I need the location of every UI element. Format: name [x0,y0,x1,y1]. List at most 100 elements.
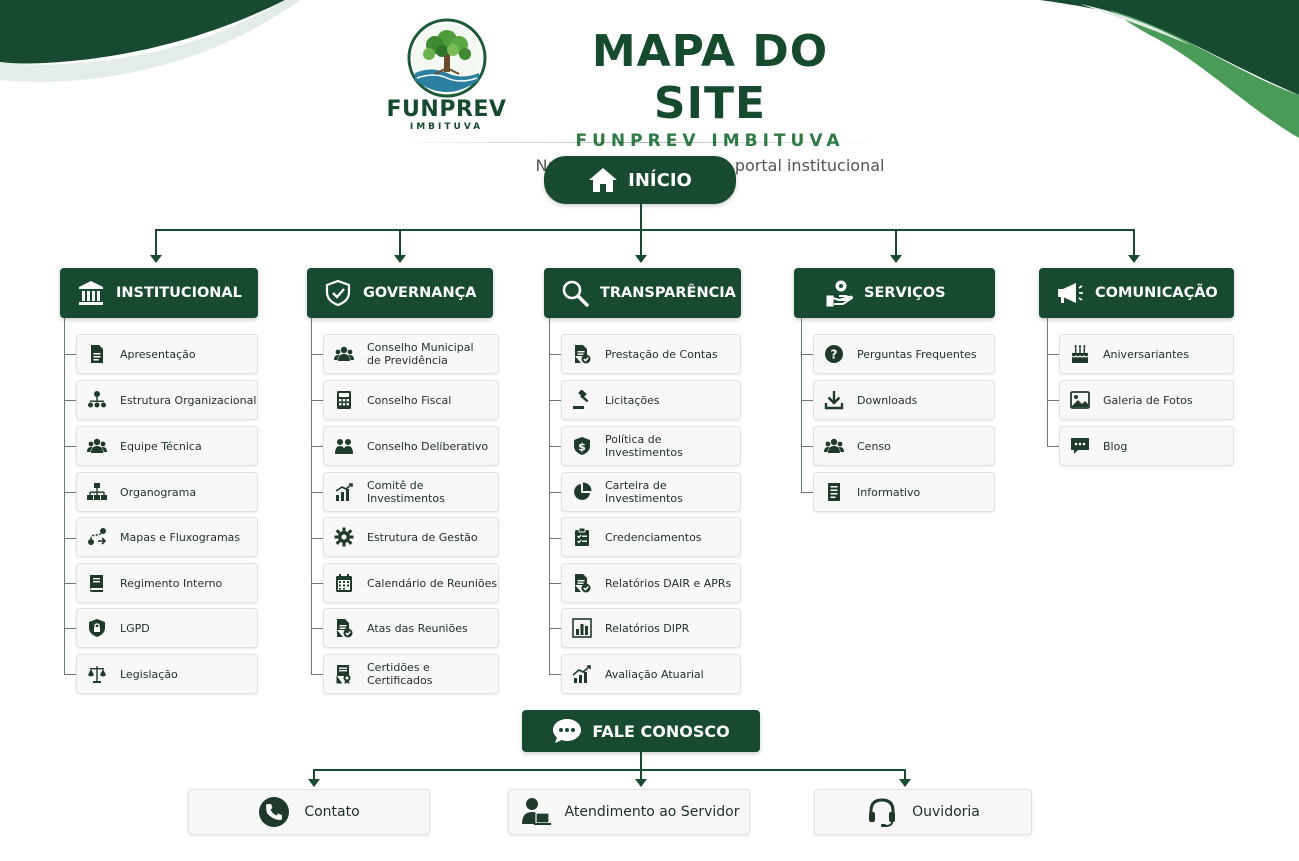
lock-shield-icon [86,617,108,639]
sitemap-link[interactable]: LGPD [76,608,258,648]
sitemap-link[interactable]: Censo [813,426,995,466]
sitemap-link[interactable]: Informativo [813,472,995,512]
contact-link-label: Contato [304,804,360,820]
bar-report-icon [571,617,593,639]
tree-branch [64,446,76,447]
link-label: Prestação de Contas [605,347,718,361]
sitemap-link[interactable]: Galeria de Fotos [1059,380,1234,420]
org-chart-icon [86,481,108,503]
tree-branch [311,492,323,493]
sitemap-link[interactable]: Equipe Técnica [76,426,258,466]
link-label: Equipe Técnica [120,439,202,453]
section-header-governanca[interactable]: GOVERNANÇA [307,268,493,318]
arrow-icon [308,779,320,787]
tree-branch [311,400,323,401]
link-label: LGPD [120,621,150,635]
page-subtitle: FUNPREV IMBITUVA [575,131,845,151]
sitemap-link[interactable]: Avaliação Atuarial [561,654,741,694]
sitemap-link[interactable]: Downloads [813,380,995,420]
link-label: Organograma [120,485,197,499]
contact-link-label: Ouvidoria [912,804,980,820]
scales-icon [86,663,108,685]
report-check-icon [571,572,593,594]
link-label: Avaliação Atuarial [605,667,704,681]
calendar-icon [333,572,355,594]
link-label: Certidões e Certificados [367,661,433,687]
connector [895,229,897,255]
sitemap-link[interactable]: Conselho Deliberativo [323,426,499,466]
sitemap-link[interactable]: Blog [1059,426,1234,466]
tree-branch [311,354,323,355]
sitemap-link[interactable]: Organograma [76,472,258,512]
sitemap-link[interactable]: ? Perguntas Frequentes [813,334,995,374]
link-label: Censo [857,439,891,453]
connector [640,752,642,770]
sitemap-link[interactable]: Calendário de Reuniões [323,563,499,603]
link-label: Carteira de Investimentos [605,479,683,505]
connector [1133,229,1135,255]
contact-link[interactable]: Contato [188,789,430,835]
certificate-icon [333,663,355,685]
tree-branch [549,446,561,447]
link-label: Legislação [120,667,178,681]
tree-branch [64,354,76,355]
link-label: Galeria de Fotos [1103,393,1193,407]
link-label: Estrutura de Gestão [367,530,478,544]
sitemap-link[interactable]: $ Política de Investimentos [561,426,741,466]
link-label: Conselho Municipal de Previdência [367,341,474,367]
tree-branch [549,628,561,629]
tree-branch [549,674,561,675]
section-header-comunicacao[interactable]: COMUNICAÇÃO [1039,268,1234,318]
sitemap-link[interactable]: Regimento Interno [76,563,258,603]
tree-branch [311,446,323,447]
group-icon [823,435,845,457]
sitemap-link[interactable]: Apresentação [76,334,258,374]
sitemap-link[interactable]: Credenciamentos [561,517,741,557]
link-label: Perguntas Frequentes [857,347,977,361]
image-icon [1069,389,1091,411]
connector [640,229,642,255]
tree-branch [549,400,561,401]
clipboard-check-icon [571,526,593,548]
sitemap-link[interactable]: Legislação [76,654,258,694]
section-header-servicos[interactable]: SERVIÇOS [794,268,995,318]
contact-link[interactable]: Atendimento ao Servidor [508,789,750,835]
tree-branch [1047,446,1059,447]
institution-icon [76,278,106,308]
home-label: INÍCIO [628,169,692,191]
trend-chart-icon [571,663,593,685]
sitemap-link[interactable]: Estrutura Organizacional [76,380,258,420]
sitemap-link[interactable]: Conselho Fiscal [323,380,499,420]
home-node[interactable]: INÍCIO [544,156,736,204]
document-icon [86,343,108,365]
tree-branch [549,538,561,539]
sitemap-link[interactable]: Certidões e Certificados [323,654,499,694]
document-check-icon [333,617,355,639]
sitemap-link[interactable]: Conselho Municipal de Previdência [323,334,499,374]
contact-node[interactable]: FALE CONOSCO [522,710,760,752]
svg-text:$: $ [578,441,586,454]
connector [155,229,157,255]
sitemap-link[interactable]: Licitações [561,380,741,420]
two-people-icon [333,435,355,457]
tree-branch [64,400,76,401]
tree-branch [549,492,561,493]
sitemap-link[interactable]: Prestação de Contas [561,334,741,374]
tree-branch [801,354,813,355]
sitemap-link[interactable]: Atas das Reuniões [323,608,499,648]
sitemap-link[interactable]: Aniversariantes [1059,334,1234,374]
group-icon [333,343,355,365]
section-header-transparencia[interactable]: TRANSPARÊNCIA [544,268,741,318]
sitemap-link[interactable]: Carteira de Investimentos [561,472,741,512]
tree-line [801,318,802,493]
sitemap-link[interactable]: Mapas e Fluxogramas [76,517,258,557]
section-header-institucional[interactable]: INSTITUCIONAL [60,268,258,318]
sitemap-link[interactable]: Relatórios DAIR e APRs [561,563,741,603]
logo-name: FUNPREV [386,97,507,122]
sitemap-link[interactable]: Estrutura de Gestão [323,517,499,557]
sitemap-link[interactable]: Comitê de Investimentos [323,472,499,512]
tree-branch [1047,354,1059,355]
contact-link[interactable]: Ouvidoria [814,789,1032,835]
sitemap-link[interactable]: Relatórios DIPR [561,608,741,648]
tree-branch [311,538,323,539]
